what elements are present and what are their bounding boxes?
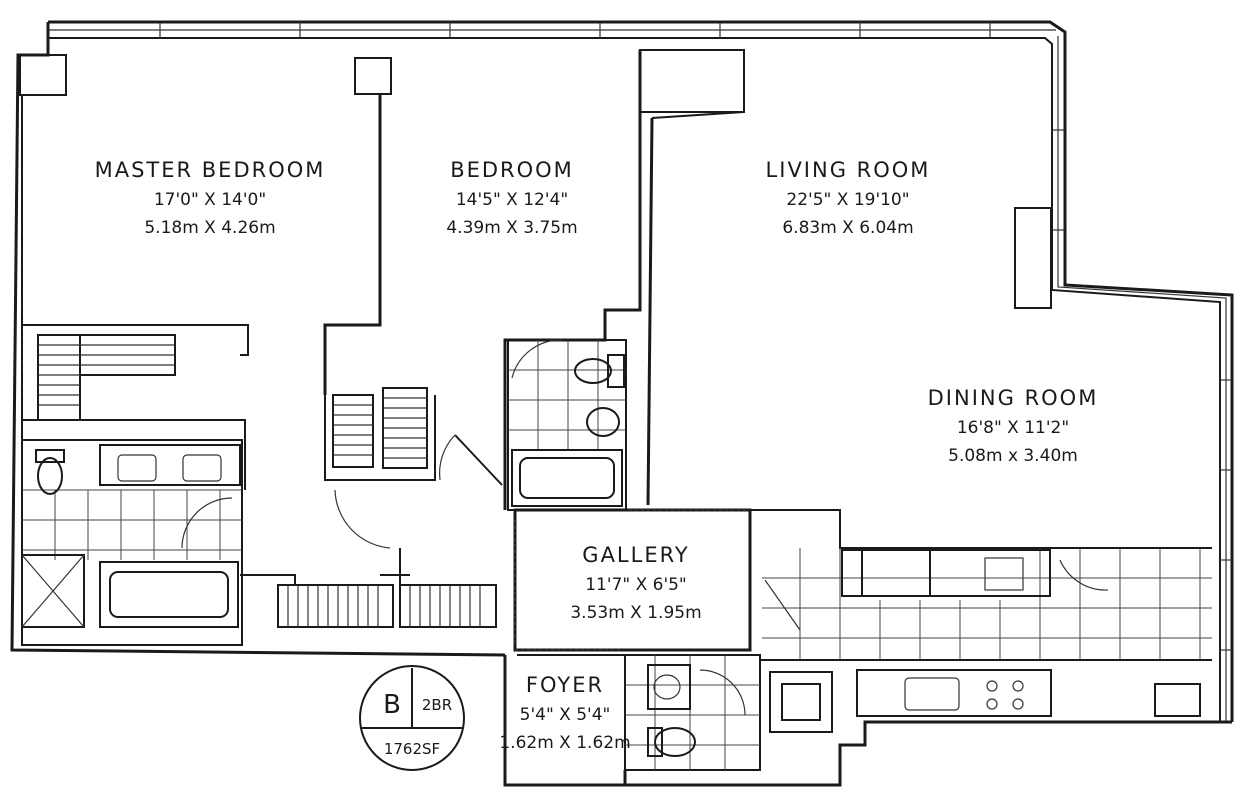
kitchen <box>762 548 1212 717</box>
dining-room-name: DINING ROOM <box>928 386 1099 410</box>
bedroom-imperial: 14'5" X 12'4" <box>456 190 568 210</box>
unit-badge: B 2BR 1762SF <box>359 665 465 771</box>
master-bedroom-name: MASTER BEDROOM <box>95 158 326 182</box>
unit-area: 1762SF <box>384 740 440 758</box>
interior-walls <box>22 50 1212 771</box>
powder-room <box>625 655 760 770</box>
living-room-imperial: 22'5" X 19'10" <box>786 190 909 210</box>
room-label-bedroom: BEDROOM 14'5" X 12'4" 4.39m X 3.75m <box>446 158 577 238</box>
dining-room-metric: 5.08m x 3.40m <box>948 446 1078 466</box>
doors <box>334 434 503 549</box>
room-label-foyer: FOYER 5'4" X 5'4" 1.62m X 1.62m <box>499 673 630 753</box>
exterior-walls <box>10 20 1234 787</box>
foyer-imperial: 5'4" X 5'4" <box>520 705 611 725</box>
gallery-name: GALLERY <box>582 543 689 567</box>
living-room-metric: 6.83m X 6.04m <box>782 218 913 238</box>
room-label-gallery: GALLERY 11'7" X 6'5" 3.53m X 1.95m <box>570 543 701 623</box>
room-label-living-room: LIVING ROOM 22'5" X 19'10" 6.83m X 6.04m <box>766 158 931 238</box>
gallery-metric: 3.53m X 1.95m <box>570 603 701 623</box>
second-bathroom <box>507 339 627 511</box>
bedroom-metric: 4.39m X 3.75m <box>446 218 577 238</box>
bedroom-name: BEDROOM <box>450 158 574 182</box>
master-bedroom-metric: 5.18m X 4.26m <box>144 218 275 238</box>
foyer-name: FOYER <box>526 673 604 697</box>
master-bedroom-imperial: 17'0" X 14'0" <box>154 190 266 210</box>
unit-type: 2BR <box>422 696 452 714</box>
room-label-dining-room: DINING ROOM 16'8" X 11'2" 5.08m x 3.40m <box>928 386 1099 466</box>
room-label-master-bedroom: MASTER BEDROOM 17'0" X 14'0" 5.18m X 4.2… <box>95 158 326 238</box>
closet-shelving <box>37 334 497 628</box>
master-bathroom <box>21 439 243 646</box>
dining-room-imperial: 16'8" X 11'2" <box>957 418 1069 438</box>
gallery-imperial: 11'7" X 6'5" <box>585 575 687 595</box>
living-room-name: LIVING ROOM <box>766 158 931 182</box>
columns <box>19 49 1052 309</box>
unit-letter: B <box>383 690 401 720</box>
foyer-metric: 1.62m X 1.62m <box>499 733 630 753</box>
